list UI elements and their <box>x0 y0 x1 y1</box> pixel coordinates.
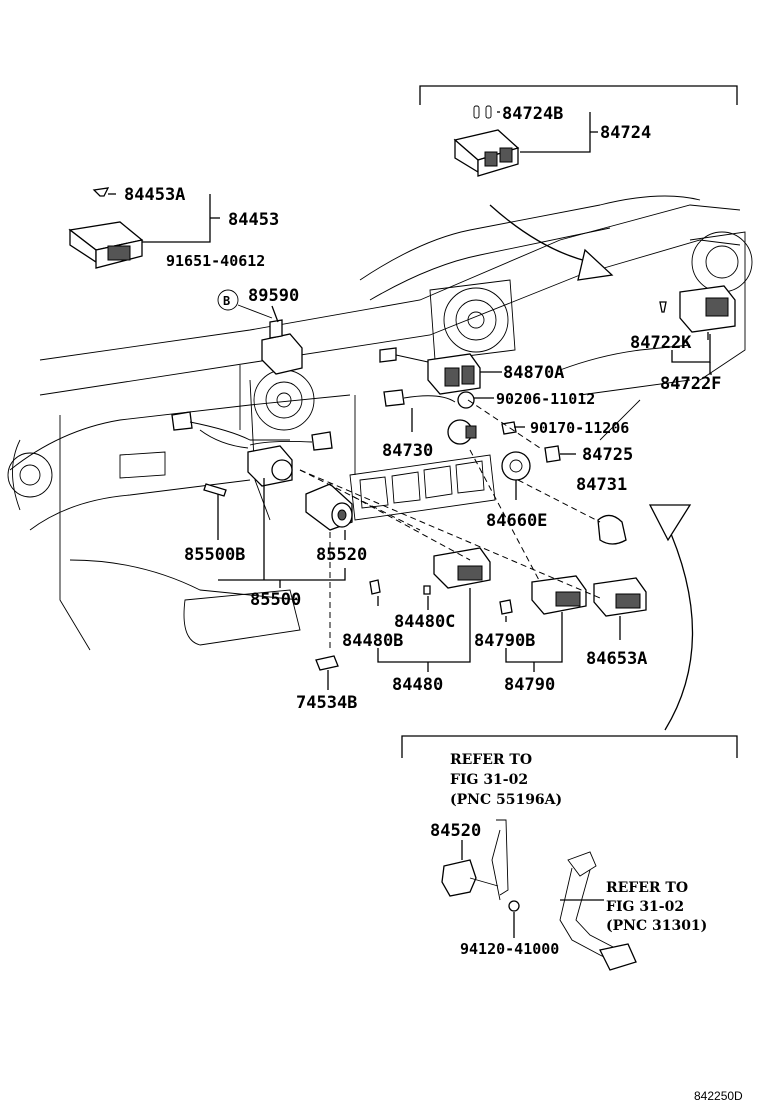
instrument-panel-drawing <box>7 195 753 731</box>
refer2-line3: (PNC 31301) <box>606 918 707 934</box>
label-91651-40612: 91651-40612 <box>166 252 265 270</box>
part-84453-switch <box>68 187 144 269</box>
label-84724: 84724 <box>600 123 651 143</box>
refer2-line2: FIG 31-02 <box>606 899 684 915</box>
part-brake-pedal <box>559 851 637 971</box>
label-84480C: 84480C <box>394 612 455 632</box>
label-84730: 84730 <box>382 441 433 461</box>
part-84790-switch <box>499 575 587 615</box>
label-90206-11012: 90206-11012 <box>496 390 595 408</box>
part-84731-cap <box>597 514 627 545</box>
label-85520: 85520 <box>316 545 367 565</box>
leader-lines <box>108 85 738 938</box>
label-circle-b: B <box>223 294 230 308</box>
part-labels: 84724B 84724 84453A 84453 91651-40612 89… <box>124 104 721 958</box>
label-84653A: 84653A <box>586 649 647 669</box>
refer1-line2: FIG 31-02 <box>450 772 528 788</box>
label-84453: 84453 <box>228 210 279 230</box>
part-84870A-switch <box>379 347 481 395</box>
part-85500-harness <box>171 411 333 497</box>
label-84660E: 84660E <box>486 511 547 531</box>
label-84480: 84480 <box>392 675 443 695</box>
label-94120-41000: 94120-41000 <box>460 940 559 958</box>
part-84724-switch <box>453 105 520 177</box>
label-84731: 84731 <box>576 475 627 495</box>
part-84730-switch <box>383 389 477 445</box>
label-84870A: 84870A <box>503 363 564 383</box>
refer1-line1: REFER TO <box>450 752 532 768</box>
part-74534B-clip <box>315 655 339 671</box>
refer2-line1: REFER TO <box>606 880 688 896</box>
label-90170-11206: 90170-11206 <box>530 419 629 437</box>
part-84480-switch <box>369 547 491 595</box>
refer-note-bottom: REFER TO FIG 31-02 (PNC 31301) <box>606 880 707 934</box>
label-84790B: 84790B <box>474 631 535 651</box>
label-84480B: 84480B <box>342 631 403 651</box>
part-84653A-switch <box>593 577 647 617</box>
figure-code: 842250D <box>694 1089 743 1103</box>
label-84453A: 84453A <box>124 185 185 205</box>
label-84722F: 84722F <box>660 374 721 394</box>
refer1-line3: (PNC 55196A) <box>450 792 562 808</box>
part-84660E-knob <box>501 451 531 481</box>
refer-note-top: REFER TO FIG 31-02 (PNC 55196A) <box>450 752 562 808</box>
label-84725: 84725 <box>582 445 633 465</box>
label-85500: 85500 <box>250 590 301 610</box>
label-74534B: 74534B <box>296 693 357 713</box>
label-84724B: 84724B <box>502 104 563 124</box>
label-89590: 89590 <box>248 286 299 306</box>
label-84722K: 84722K <box>630 333 692 353</box>
label-84790: 84790 <box>504 675 555 695</box>
part-84722-switch <box>659 285 736 333</box>
label-84520: 84520 <box>430 821 481 841</box>
part-84520-switch <box>441 819 520 912</box>
label-85500B: 85500B <box>184 545 245 565</box>
part-85520-socket <box>305 483 353 531</box>
